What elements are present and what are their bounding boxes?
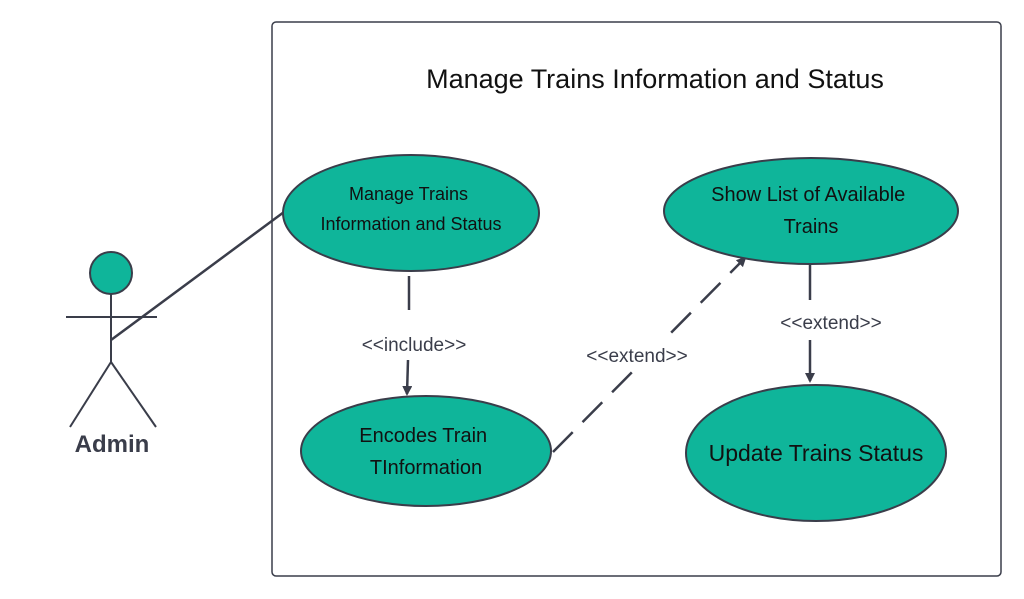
- use-case-update-status-label: Update Trains Status: [709, 440, 924, 466]
- include-arrow: [402, 359, 413, 396]
- use-case-encode-train-label: Encodes Train TInformation: [359, 425, 492, 479]
- use-case-manage-trains-line-2: Information and Status: [320, 214, 501, 234]
- use-case-show-list-line-1: Show List of Available: [711, 184, 905, 206]
- actor-admin: Admin: [66, 251, 157, 458]
- use-case-manage-trains-label: Manage Trains Information and Status: [320, 184, 501, 234]
- use-case-encode-train: Encodes Train TInformation: [300, 395, 552, 507]
- use-case-show-list-line-2: Trains: [784, 216, 839, 238]
- association-line: [110, 210, 285, 342]
- actor-label: Admin: [75, 431, 150, 458]
- use-case-show-list: Show List of Available Trains: [663, 157, 959, 265]
- extend-label-bg-1: [576, 341, 698, 369]
- use-case-show-list-label: Show List of Available Trains: [711, 184, 911, 238]
- system-title: Manage Trains Information and Status: [426, 64, 884, 94]
- use-case-manage-trains: Manage Trains Information and Status: [282, 154, 540, 272]
- extend-label-encode-to-list: <<extend>>: [586, 346, 687, 367]
- extend-label-list-to-update: <<extend>>: [780, 313, 881, 334]
- actor-right-leg: [110, 361, 157, 428]
- use-case-encode-train-line-1: Encodes Train: [359, 425, 487, 447]
- actor-head: [89, 251, 133, 295]
- use-case-show-list-ellipse: [663, 157, 959, 265]
- use-case-encode-train-ellipse: [300, 395, 552, 507]
- use-case-update-status: Update Trains Status: [685, 384, 947, 522]
- use-case-encode-train-line-2: TInformation: [370, 457, 482, 479]
- use-case-manage-trains-ellipse: [282, 154, 540, 272]
- use-case-manage-trains-line-1: Manage Trains: [349, 184, 468, 204]
- actor-left-leg: [69, 361, 112, 428]
- include-label: <<include>>: [362, 335, 467, 356]
- use-case-update-status-ellipse: [685, 384, 947, 522]
